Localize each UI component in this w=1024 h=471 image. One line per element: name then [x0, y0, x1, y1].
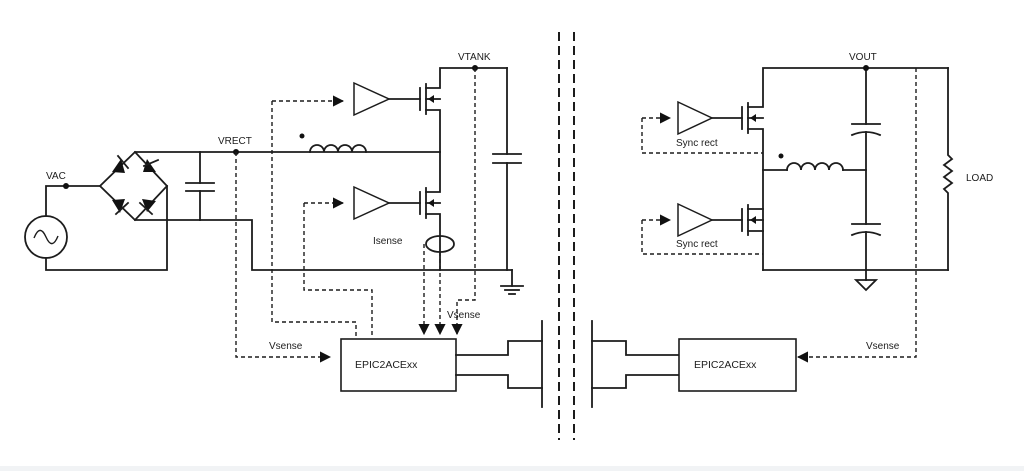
vrect-label: VRECT: [218, 136, 252, 147]
isolation-transformer-secondary: [591, 320, 680, 408]
primary-upper-driver: [353, 81, 421, 117]
isense-label: Isense: [373, 236, 403, 247]
secondary-lower-mosfet: [741, 204, 764, 236]
secondary-lower-driver: [677, 202, 743, 238]
isolation-transformer-primary: [455, 320, 543, 408]
input-capacitor: [185, 151, 513, 271]
ac-wiring: [45, 183, 168, 271]
ac-source: [24, 215, 68, 259]
primary-ground: [500, 269, 524, 295]
isolation-barrier: [558, 32, 575, 440]
output-capacitors: [850, 65, 882, 271]
vac-label: VAC: [46, 171, 66, 182]
secondary-upper-driver: [677, 100, 743, 136]
primary-lower-driver: [353, 185, 421, 221]
primary-controller-label: EPIC2ACExx: [355, 359, 418, 371]
secondary-upper-mosfet: [741, 67, 949, 271]
vsense-tank-label: Vsense: [447, 310, 481, 321]
vout-label: VOUT: [849, 52, 877, 63]
tank-capacitor: [472, 65, 522, 271]
primary-control-lines: [235, 68, 476, 363]
sync-rect-lower-label: Sync rect: [676, 239, 718, 250]
primary-upper-mosfet: [419, 67, 508, 153]
load-label: LOAD: [966, 173, 993, 184]
secondary-controller: [678, 338, 797, 392]
load-resistor: [942, 67, 954, 271]
secondary-controller-label: EPIC2ACExx: [694, 359, 757, 371]
vtank-label: VTANK: [458, 52, 491, 63]
secondary-inductor: [762, 153, 867, 171]
vsense-output-label: Vsense: [866, 341, 900, 352]
sync-rect-upper-label: Sync rect: [676, 138, 718, 149]
bridge-rectifier: [98, 150, 441, 222]
footer-strip: [0, 466, 1024, 471]
vsense-input-label: Vsense: [269, 341, 303, 352]
secondary-ground-rail: [762, 269, 949, 292]
primary-controller: [340, 338, 457, 392]
primary-inductor: [299, 133, 367, 153]
secondary-control-lines: [641, 68, 917, 363]
